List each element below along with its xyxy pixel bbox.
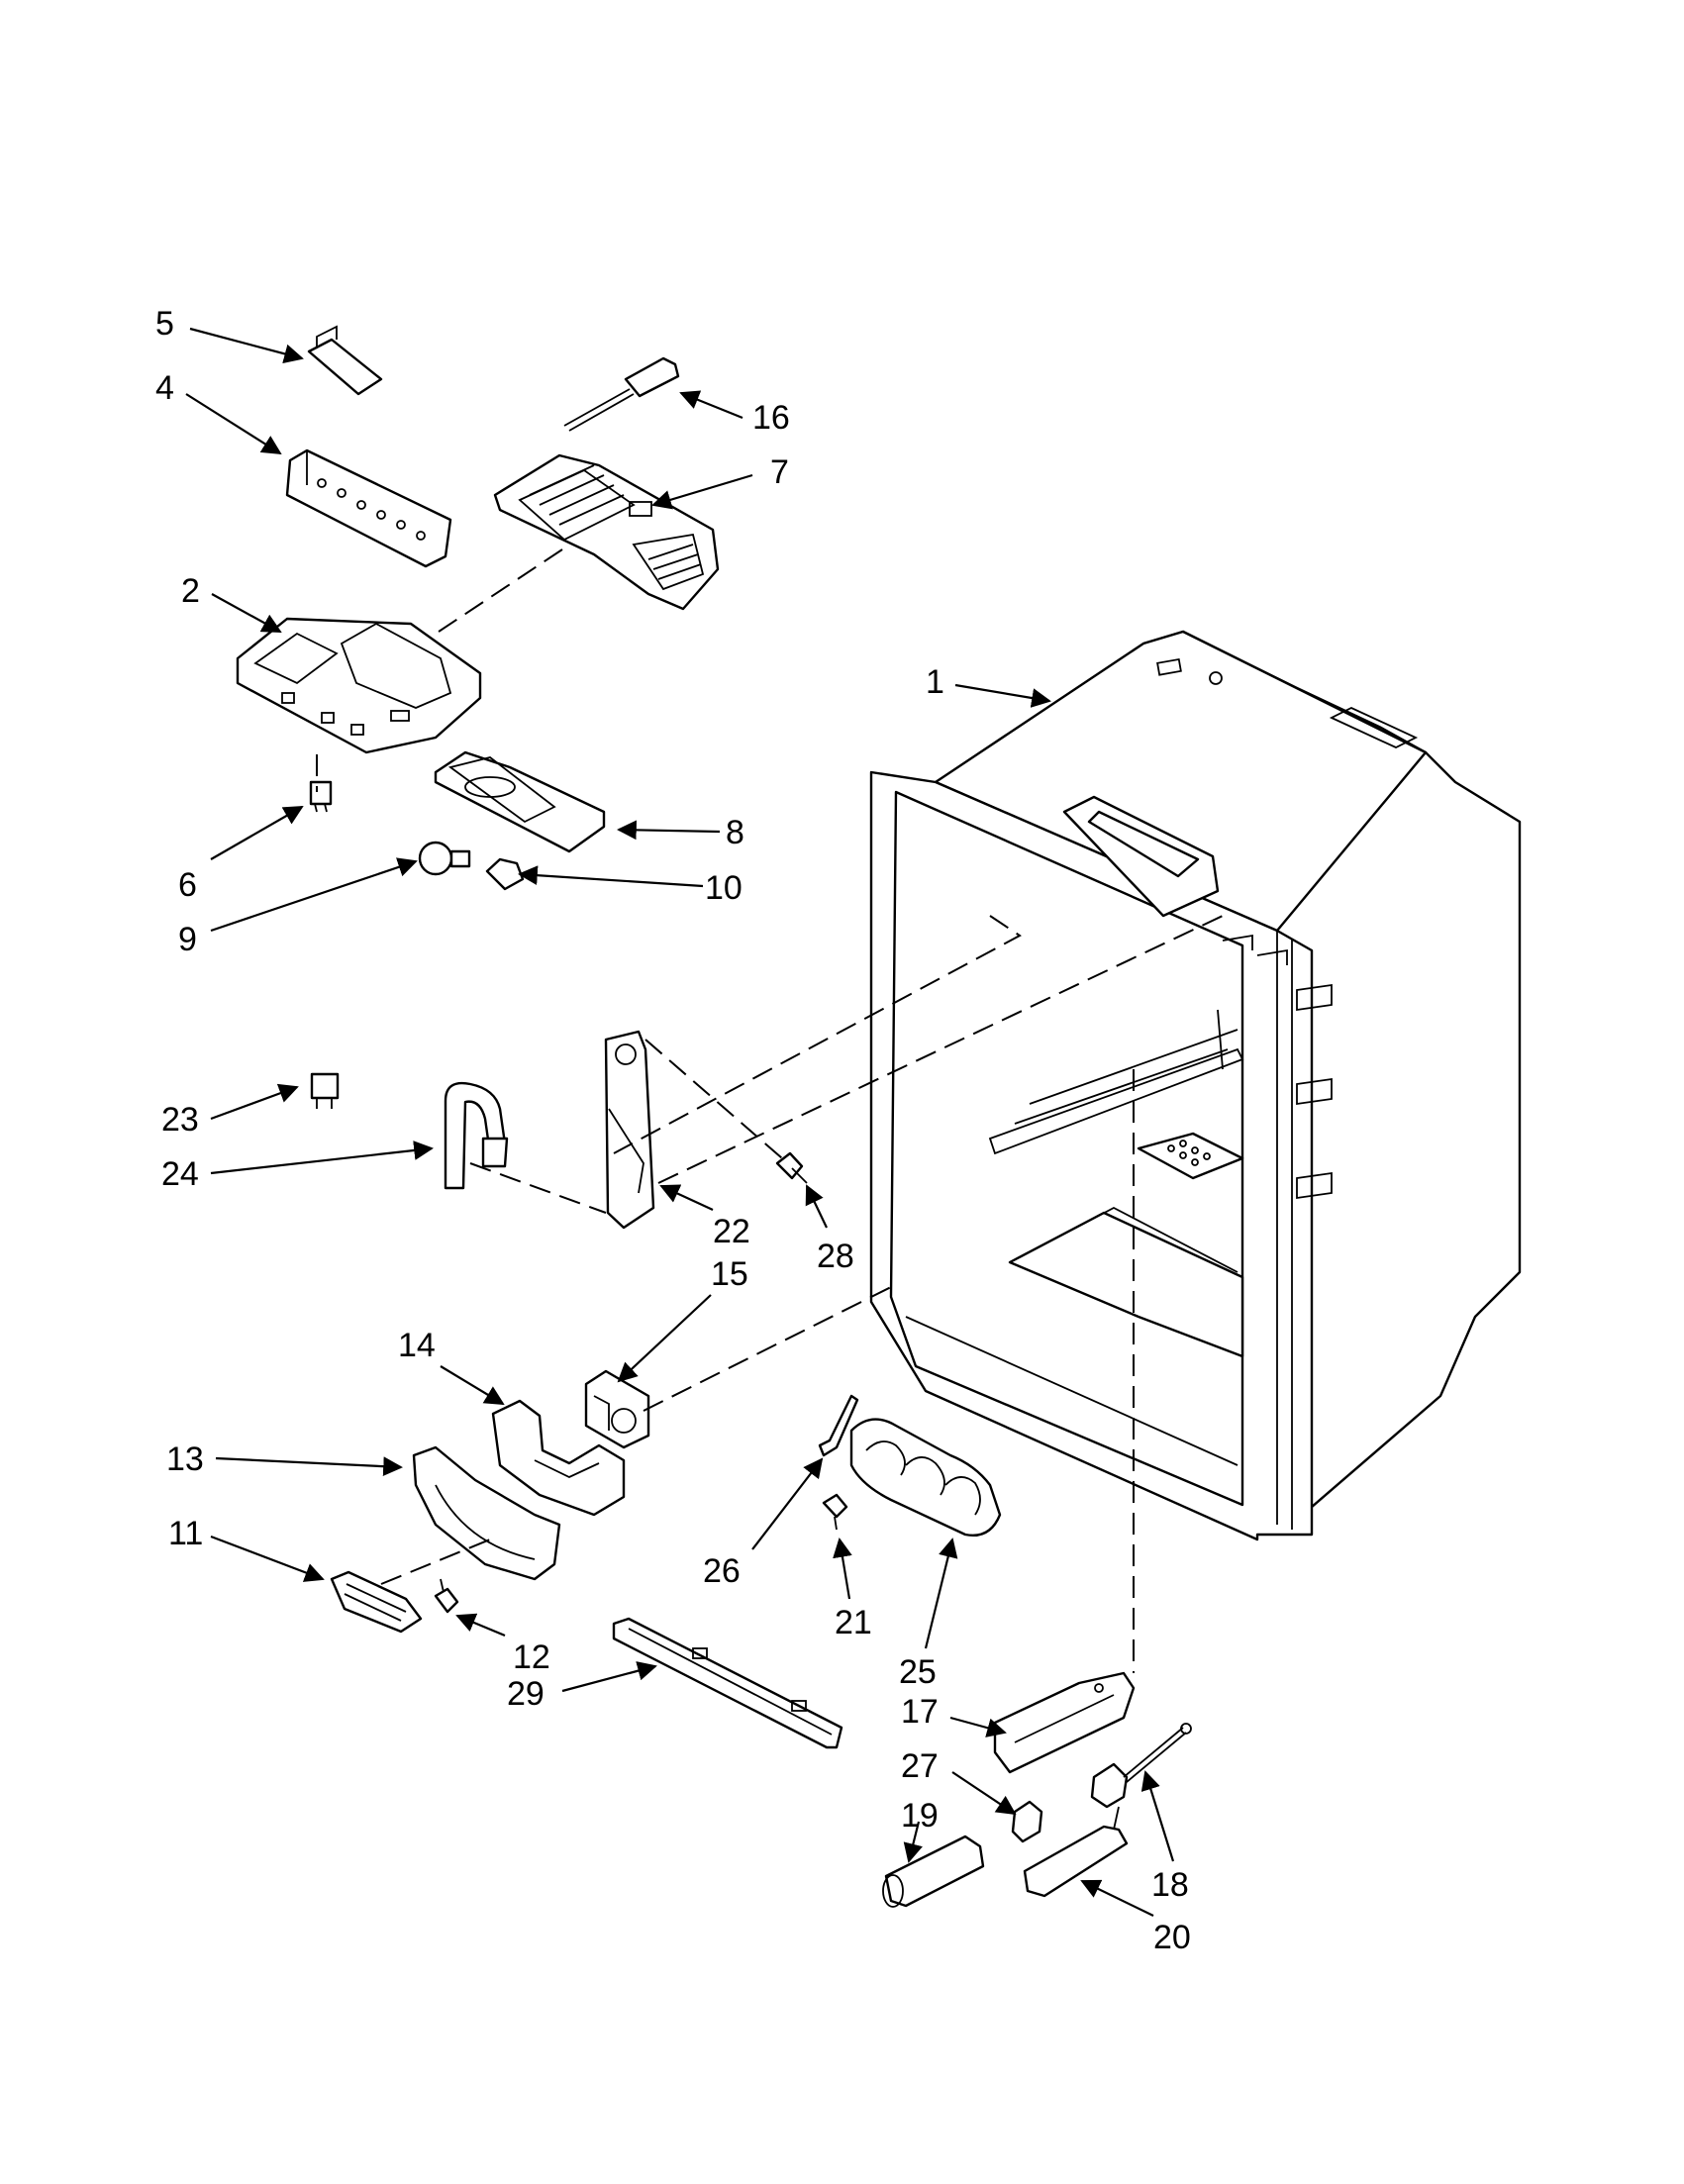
callout-11: 11 bbox=[168, 1515, 203, 1552]
callout-25: 25 bbox=[899, 1653, 937, 1691]
part-27-cap bbox=[1011, 1800, 1043, 1843]
callout-9: 9 bbox=[178, 921, 197, 958]
callout-12: 12 bbox=[513, 1638, 550, 1676]
callout-19: 19 bbox=[901, 1797, 939, 1835]
callout-5: 5 bbox=[155, 305, 174, 343]
refrigerator-liner bbox=[869, 630, 1522, 1541]
part-22-valve-cover bbox=[604, 1030, 655, 1230]
callout-15: 15 bbox=[711, 1255, 748, 1293]
callout-7: 7 bbox=[770, 453, 789, 491]
part-15-ice-maker-module bbox=[584, 1369, 650, 1449]
part-17-bracket bbox=[993, 1671, 1136, 1774]
part-23-connector bbox=[310, 1072, 340, 1109]
part-18-filter-head bbox=[1090, 1723, 1192, 1809]
part-2-light-housing bbox=[236, 617, 482, 754]
assembly-lines bbox=[316, 548, 1224, 1673]
part-24-water-tube bbox=[444, 1081, 509, 1190]
callout-21: 21 bbox=[835, 1604, 872, 1641]
callout-10: 10 bbox=[705, 869, 743, 907]
callout-22: 22 bbox=[713, 1213, 750, 1250]
part-16-sensor bbox=[563, 356, 680, 432]
callout-18: 18 bbox=[1151, 1866, 1189, 1904]
part-14-chute bbox=[491, 1399, 626, 1517]
leader-arrows bbox=[185, 327, 1175, 1917]
callout-8: 8 bbox=[726, 814, 744, 851]
callout-14: 14 bbox=[398, 1327, 436, 1364]
part-21-screw bbox=[822, 1493, 848, 1531]
part-19-filter-cartridge bbox=[882, 1835, 985, 1908]
callout-24: 24 bbox=[161, 1155, 199, 1193]
callout-28: 28 bbox=[817, 1238, 854, 1275]
part-5-cover-clip bbox=[307, 325, 383, 396]
part-7-control-housing bbox=[493, 453, 720, 611]
part-13-housing bbox=[412, 1445, 561, 1581]
callout-26: 26 bbox=[703, 1552, 741, 1590]
part-9-bulb bbox=[418, 841, 471, 876]
part-10-socket bbox=[485, 857, 525, 891]
part-11-grille bbox=[330, 1570, 423, 1634]
callout-2: 2 bbox=[181, 572, 200, 610]
callout-labels: 5 4 16 7 2 1 8 6 10 9 23 24 22 28 15 14 … bbox=[155, 305, 1191, 1956]
part-29-rail bbox=[612, 1617, 843, 1749]
callout-17: 17 bbox=[901, 1693, 939, 1731]
callout-27: 27 bbox=[901, 1747, 939, 1785]
callout-23: 23 bbox=[161, 1101, 199, 1139]
callout-20: 20 bbox=[1153, 1919, 1191, 1956]
callout-16: 16 bbox=[752, 399, 790, 437]
callout-1: 1 bbox=[926, 663, 944, 701]
callout-29: 29 bbox=[507, 1675, 545, 1713]
part-8-light-shield bbox=[434, 750, 606, 853]
part-20-filter-cover bbox=[1023, 1806, 1129, 1898]
part-25-heater-coil bbox=[849, 1418, 1002, 1537]
callout-13: 13 bbox=[166, 1440, 204, 1478]
part-26-tube bbox=[818, 1394, 859, 1457]
part-28-screw bbox=[775, 1151, 808, 1184]
callout-4: 4 bbox=[155, 369, 174, 407]
part-4-bracket bbox=[285, 448, 452, 568]
part-6-switch bbox=[309, 780, 333, 813]
callout-6: 6 bbox=[178, 866, 197, 904]
part-12-screw bbox=[434, 1578, 459, 1614]
